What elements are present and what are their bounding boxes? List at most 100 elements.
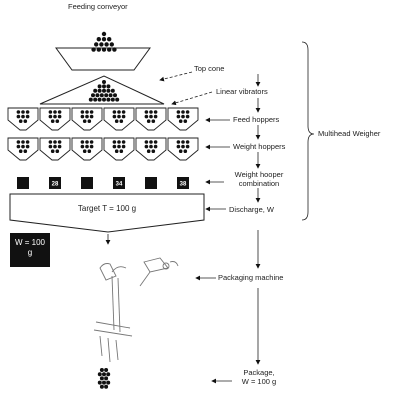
product-dot — [106, 97, 111, 102]
product-dot — [176, 144, 181, 149]
product-dot — [153, 114, 158, 119]
product-dot — [153, 144, 158, 149]
weight-hopper — [7, 137, 39, 161]
product-dot — [89, 110, 94, 114]
product-dot — [21, 140, 25, 144]
weight-hoppers-label: Weight hoppers — [233, 142, 286, 151]
product-dot — [106, 380, 111, 385]
product-dot — [104, 384, 109, 389]
product-dot — [48, 144, 53, 149]
product-dot — [57, 110, 62, 114]
product-dot — [178, 149, 183, 153]
product-dot — [176, 114, 181, 119]
combination-cell — [17, 177, 29, 189]
product-dot — [185, 140, 190, 144]
product-dot — [146, 149, 151, 153]
product-dot — [57, 114, 62, 119]
product-dot — [149, 114, 153, 119]
combination-cell — [145, 177, 157, 189]
product-dot — [80, 110, 85, 114]
product-dot — [119, 119, 124, 123]
product-dot — [110, 88, 115, 93]
combination-label-line1: Weight hooper — [234, 170, 284, 179]
product-dot — [121, 144, 126, 149]
product-dot — [107, 37, 112, 42]
combination-cell — [81, 177, 93, 189]
product-dot — [104, 42, 109, 47]
product-dot — [115, 97, 120, 102]
combination-label-line2: combination — [238, 179, 280, 188]
product-dot — [53, 114, 57, 119]
product-dot — [146, 119, 151, 123]
weight-hoppers — [7, 137, 199, 161]
product-dot — [144, 144, 149, 149]
product-dot — [16, 114, 21, 119]
product-dot — [80, 140, 85, 144]
product-dot — [50, 149, 55, 153]
product-dot — [95, 93, 100, 98]
product-dot — [117, 114, 121, 119]
product-dot — [97, 380, 102, 385]
product-dot — [97, 84, 102, 89]
top-cone-label: Top cone — [194, 64, 225, 73]
product-dot — [88, 97, 93, 102]
product-dot — [106, 88, 111, 93]
product-dot — [153, 110, 158, 114]
combination-label: Weight hooper combination — [222, 170, 296, 188]
product-dot — [102, 84, 106, 89]
product-dot — [114, 149, 119, 153]
product-dot — [121, 110, 126, 114]
product-dot — [48, 110, 53, 114]
product-dot — [23, 119, 28, 123]
product-dot — [97, 372, 102, 377]
product-dot — [104, 93, 109, 98]
feed-hoppers-label: Feed hoppers — [233, 115, 280, 124]
package-label-line2: W = 100 g — [241, 377, 277, 386]
product-dot — [16, 110, 21, 114]
product-dot — [102, 97, 106, 102]
product-dot — [25, 114, 30, 119]
product-dot — [16, 144, 21, 149]
product-dot — [117, 144, 121, 149]
product-dot — [149, 144, 153, 149]
feed-hoppers — [7, 107, 199, 131]
product-dot — [89, 144, 94, 149]
product-dot — [55, 119, 60, 123]
product-dot — [144, 114, 149, 119]
product-dot — [113, 93, 117, 98]
product-dot — [112, 140, 117, 144]
product-dot — [91, 47, 96, 52]
product-dot — [99, 42, 104, 47]
product-dot — [185, 114, 190, 119]
product-dot — [21, 114, 25, 119]
product-dot — [89, 114, 94, 119]
product-dot — [21, 110, 25, 114]
product-dot — [85, 114, 89, 119]
product-dot — [25, 110, 30, 114]
feed-hopper — [167, 107, 199, 131]
product-dot — [57, 140, 62, 144]
weight-hopper — [167, 137, 199, 161]
multihead-brace — [301, 41, 315, 221]
product-dot — [112, 110, 117, 114]
feeding-conveyor-label: Feeding conveyor — [68, 2, 128, 11]
weight-badge-line2: g — [27, 248, 33, 257]
target-label: Target T = 100 g — [77, 204, 137, 213]
product-dot — [106, 372, 111, 377]
weight-badge-line1: W = 100 — [14, 238, 45, 247]
product-dot — [80, 144, 85, 149]
product-dot — [96, 47, 102, 52]
packaging-machine-label: Packaging machine — [218, 273, 284, 282]
product-dot — [101, 47, 107, 52]
product-dot — [96, 37, 102, 42]
product-dot — [99, 368, 104, 372]
packaging-machine-sketch — [93, 257, 179, 363]
product-dot — [176, 140, 181, 144]
combination-cell: 28 — [49, 177, 61, 189]
product-dot — [82, 149, 87, 153]
product-dot — [102, 88, 106, 93]
product-dot — [112, 114, 117, 119]
product-dot — [21, 144, 25, 149]
product-dot — [89, 140, 94, 144]
